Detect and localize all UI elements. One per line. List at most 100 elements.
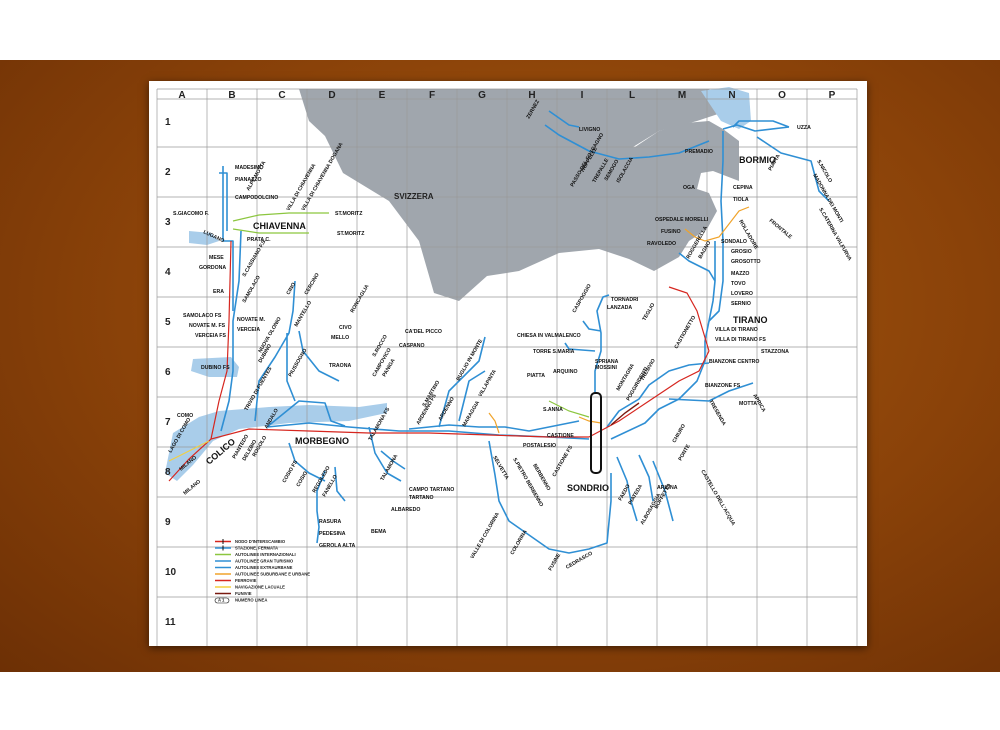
label-novate-m-fs: NOVATE M. FS: [189, 323, 226, 329]
grid-column-B: B: [228, 90, 235, 101]
map-grid: [156, 88, 858, 646]
label-piussogno: PIUSSOGNO: [288, 348, 309, 378]
label-verceia-fs: VERCEIA FS: [195, 333, 226, 339]
switzerland-area-east: [537, 89, 727, 181]
legend-label-nodo-d-interscambio: NODO D'INTERSCAMBIO: [235, 539, 286, 544]
label-maraggia: MARAGGIA: [462, 400, 482, 428]
legend-label-autolinee-suburbane-e-urbane: AUTOLINEE SUBURBANE E URBANE: [235, 572, 310, 577]
label-buglio: BUGLIO IN MONTE: [456, 338, 485, 382]
label-sernio: SERNIO: [731, 301, 751, 307]
funicular: [610, 402, 640, 426]
legend-badge: [214, 597, 230, 604]
grid-row-11: 11: [165, 617, 176, 628]
grid-row-3: 3: [165, 217, 171, 228]
bus-line-tirano-svizzera: [678, 252, 716, 282]
label-chiesa: CHIESA IN VALMALENCO: [517, 333, 581, 339]
label-tresenda: TRESENDA: [707, 399, 727, 427]
label-caspano: CASPANO: [399, 343, 425, 349]
rail-sondrio-tirano: [588, 350, 710, 438]
label-mello: MELLO: [331, 335, 349, 341]
bus-line-valmalenco: [564, 294, 610, 393]
label-s-cassiano: S.CASSIANO F.S.: [242, 238, 269, 278]
bus-line-costiera: [408, 336, 580, 432]
label-grosotto: GROSOTTO: [731, 259, 761, 265]
suburban-bus-sondrio: [488, 412, 602, 434]
label-rolladore: ROLLADORE: [737, 219, 759, 251]
legend-badge-text: A 1: [218, 598, 225, 603]
label-premadio: PREMADIO: [685, 149, 713, 155]
label-bema: BEMA: [371, 529, 387, 535]
grid-row-2: 2: [165, 167, 171, 178]
label-campodolcino: CAMPODOLCINO: [235, 195, 278, 201]
bus-line-colico-chiavenna: [220, 230, 242, 432]
label-mantello: MANTELLO: [294, 300, 314, 328]
bus-line-morbegno-gerola: [316, 466, 346, 544]
grid-column-H: H: [528, 90, 535, 101]
label-ravoledo: RAVOLEDO: [647, 241, 676, 247]
label-tirano: TIRANO: [733, 315, 768, 325]
intl-bus-sondrio-milano: [548, 400, 590, 418]
label-samolaco: SAMOLACO: [242, 275, 262, 304]
label-cercino: CERCINO: [304, 272, 321, 296]
legend-label-navigazione-lacuale: NAVIGAZIONE LACUALE: [235, 585, 285, 590]
bus-line-chiavenna-madesimo: [219, 166, 234, 311]
label-oga: OGA: [683, 185, 695, 191]
grid-row-7: 7: [165, 417, 171, 428]
grid-column-L: L: [629, 90, 635, 101]
label-madesimo: MADESIMO: [235, 165, 264, 171]
label-castionetto: CASTIONETTO: [674, 315, 698, 350]
switzerland-area: [299, 89, 739, 301]
lake-north: [701, 87, 751, 129]
label-traona: TRAONA: [329, 363, 351, 369]
label-stmoritz-2: ST.MORITZ: [337, 231, 365, 237]
lake-upper-left: [189, 231, 219, 245]
bus-line-uzza: [732, 120, 790, 128]
label-villa-tirano-fs: VILLA DI TIRANO FS: [715, 337, 766, 343]
label-rasura: RASURA: [319, 519, 341, 525]
grid-column-A: A: [178, 90, 185, 101]
label-grosio: GROSIO: [731, 249, 752, 255]
label-pedesina: PEDESINA: [319, 531, 346, 537]
label-bianzone-fs: BIANZONE FS: [705, 383, 741, 389]
label-albaredo: ALBAREDO: [391, 507, 420, 513]
grid-row-6: 6: [165, 367, 171, 378]
label-s-anna: S.ANNA: [543, 407, 563, 413]
bus-line-morbegno-west: [266, 400, 346, 482]
grid-column-C: C: [278, 90, 285, 101]
label-lovero: LOVERO: [731, 291, 753, 297]
suburban-bus-sondalo: [684, 206, 750, 242]
grid-column-F: F: [429, 90, 435, 101]
bus-line-tartano: [368, 426, 406, 482]
legend-label-funivie: FUNIVIE: [235, 591, 252, 596]
grid-column-E: E: [379, 90, 386, 101]
label-arquino: ARQUINO: [553, 369, 578, 375]
bus-line-valfurva: [756, 136, 830, 202]
label-chiuro: CHIURO: [672, 423, 687, 444]
label-tornadri: TORNADRI: [611, 297, 639, 303]
label-spriana: SPRIANA: [595, 359, 619, 365]
bus-line-tirano-bormio: [708, 124, 790, 322]
label-lanzada: LANZADA: [607, 305, 632, 311]
legend-label-ferrovie: FERROVIE: [235, 578, 257, 583]
grid-column-D: D: [328, 90, 335, 101]
special-lines: [232, 206, 750, 434]
label-valle-colorina: VALLE DI COLORINA: [470, 511, 501, 560]
label-stmoritz-1: ST.MORITZ: [335, 211, 363, 217]
label-verceia: VERCEIA: [237, 327, 260, 333]
label-cepina: CEPINA: [733, 185, 753, 191]
label-milano-2: MILANO: [182, 479, 202, 497]
legend-label-autolinee-internazionali: AUTOLINEE INTERNAZIONALI: [235, 552, 296, 557]
grid-column-N: N: [728, 90, 735, 101]
label-postalesio: POSTALESIO: [523, 443, 556, 449]
label-gerola: GEROLA ALTA: [319, 543, 356, 549]
label-bianzone-centro: BIANZONE CENTRO: [709, 359, 759, 365]
label-s-giacomo: S.GIACOMO F.: [173, 211, 209, 217]
label-gordona: GORDONA: [199, 265, 226, 271]
label-samolaco-fs: SAMOLACO FS: [183, 313, 222, 319]
label-civo: CIVO: [339, 325, 352, 331]
lago-di-como: [165, 403, 387, 481]
label-piatta-1: PIATTA: [527, 373, 545, 379]
label-uzza: UZZA: [797, 125, 811, 131]
